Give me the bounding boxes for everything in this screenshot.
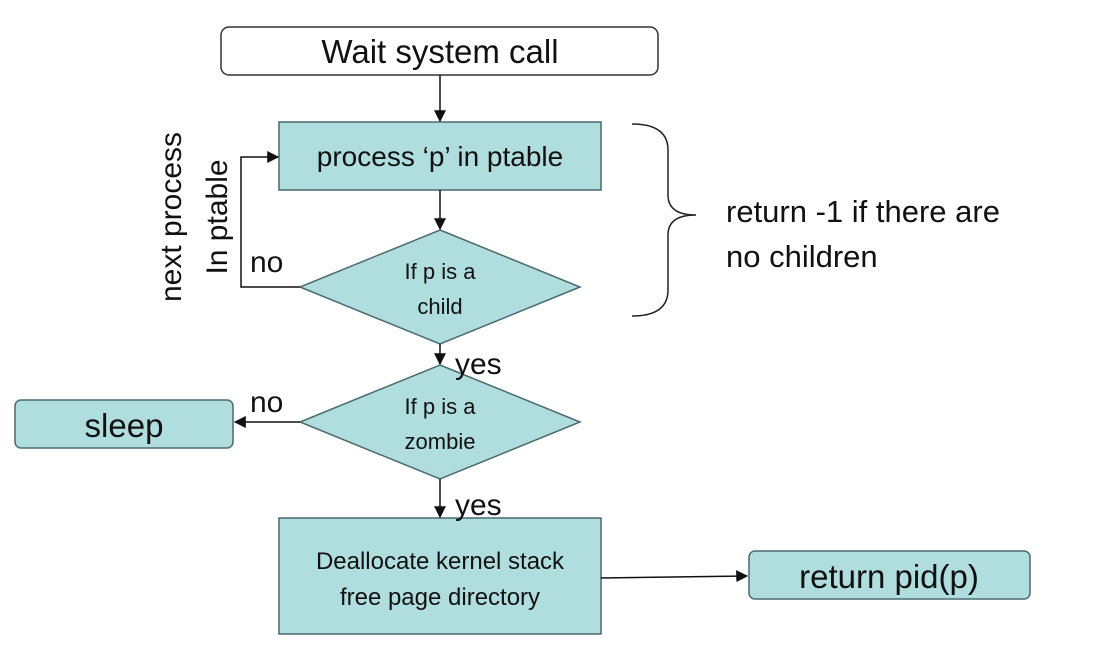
- arrow-dealloc-to-return: [600, 570, 749, 583]
- zombie-decision: If p is a zombie: [298, 364, 582, 480]
- edge-label-child-yes: yes: [455, 348, 502, 381]
- side-label-next-process: next process: [155, 132, 188, 302]
- child-decision: If p is a child: [298, 229, 582, 345]
- sleep-node-label: sleep: [85, 407, 164, 444]
- curly-brace: [631, 123, 697, 317]
- child-decision-line1: If p is a: [405, 259, 477, 284]
- process-node: process ‘p’ in ptable: [278, 121, 602, 191]
- side-label-in-ptable: In ptable: [201, 159, 234, 274]
- edge-label-zombie-yes: yes: [455, 489, 502, 522]
- return-pid-label: return pid(p): [799, 558, 979, 595]
- brace-note-line1: return -1 if there are: [726, 194, 1000, 229]
- child-decision-line2: child: [417, 294, 462, 319]
- sleep-node: sleep: [14, 399, 234, 449]
- dealloc-line1: Deallocate kernel stack: [316, 548, 565, 575]
- start-node: Wait system call: [220, 26, 659, 76]
- edge-label-child-no: no: [250, 246, 283, 279]
- zombie-decision-line1: If p is a: [405, 394, 477, 419]
- process-node-label: process ‘p’ in ptable: [317, 141, 563, 172]
- dealloc-line2: free page directory: [340, 584, 540, 611]
- edge-label-zombie-no: no: [250, 386, 283, 419]
- brace-note-line2: no children: [726, 239, 878, 274]
- start-node-label: Wait system call: [321, 33, 558, 70]
- arrow-child-no-loop: [240, 151, 300, 288]
- return-pid-node: return pid(p): [748, 550, 1031, 600]
- zombie-decision-line2: zombie: [405, 429, 476, 454]
- dealloc-node: Deallocate kernel stack free page direct…: [278, 517, 602, 635]
